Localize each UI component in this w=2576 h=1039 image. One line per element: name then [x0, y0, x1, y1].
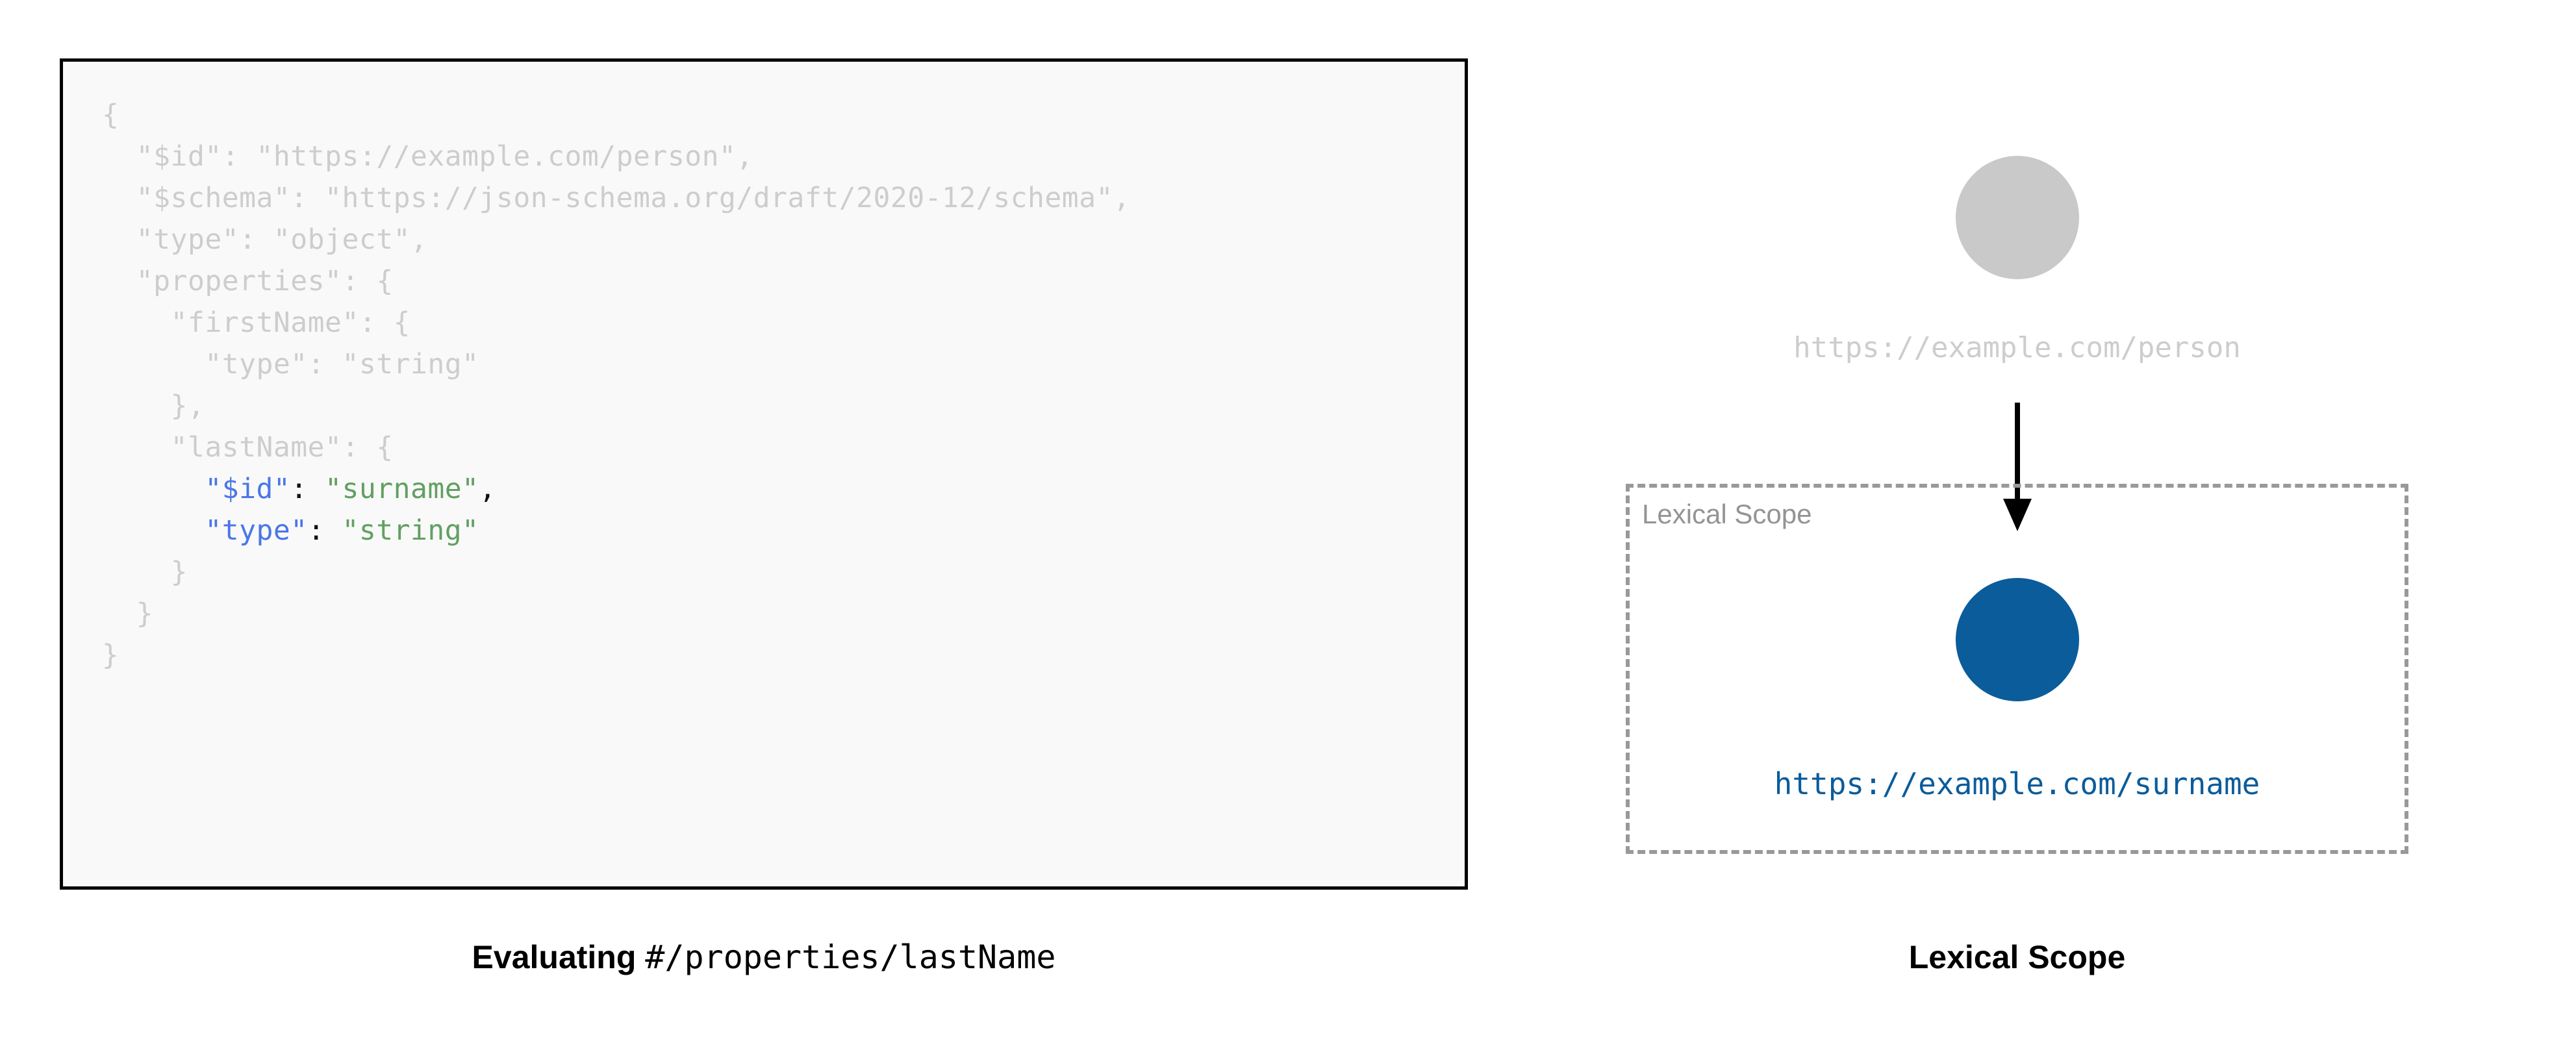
right-caption-bold: Lexical Scope: [1908, 939, 2126, 975]
code-listing: { "$id": "https://example.com/person", "…: [102, 94, 1130, 676]
code-line: }: [102, 593, 1130, 634]
code-indent: [102, 140, 136, 173]
code-token: "type": "string": [205, 348, 479, 381]
code-token: :: [290, 473, 325, 505]
code-line: "type": "string": [102, 510, 1130, 551]
code-line: "$id": "https://example.com/person",: [102, 136, 1130, 177]
code-line: "type": "object",: [102, 219, 1130, 260]
code-token: "$id": "https://example.com/person",: [136, 140, 753, 173]
scoped-node-circle: [1956, 578, 2079, 701]
code-line: "firstName": {: [102, 302, 1130, 344]
code-indent: [102, 223, 136, 256]
root-node-label: https://example.com/person: [1793, 331, 2241, 364]
code-indent: [102, 597, 136, 630]
code-token: :: [307, 514, 342, 547]
code-indent: [102, 182, 136, 214]
code-line: {: [102, 94, 1130, 136]
code-token: "$schema": "https://json-schema.org/draf…: [136, 182, 1131, 214]
code-indent: [102, 307, 171, 339]
code-line: },: [102, 385, 1130, 427]
code-line: "$id": "surname",: [102, 468, 1130, 510]
code-token: ,: [479, 473, 496, 505]
left-caption-bold: Evaluating: [472, 939, 637, 975]
code-indent: [102, 265, 136, 297]
code-token: {: [102, 99, 120, 131]
code-token: "firstName": {: [170, 307, 410, 339]
left-caption-pointer: #/properties/lastName: [645, 938, 1056, 976]
lexical-scope-box-label: Lexical Scope: [1642, 499, 1812, 529]
code-token: "$id": [205, 473, 291, 505]
code-indent: [102, 431, 171, 464]
code-indent: [102, 514, 205, 547]
code-indent: [102, 390, 171, 422]
code-line: "lastName": {: [102, 427, 1130, 468]
json-schema-code-block: { "$id": "https://example.com/person", "…: [60, 58, 1468, 890]
code-token: }: [136, 597, 154, 630]
downward-arrow-icon: [2003, 403, 2032, 531]
code-line: }: [102, 551, 1130, 593]
code-token: },: [170, 390, 205, 422]
code-token: "surname": [325, 473, 479, 505]
code-token: }: [170, 556, 188, 588]
root-node-circle: [1956, 156, 2079, 279]
code-indent: [102, 348, 205, 381]
code-line: "type": "string": [102, 344, 1130, 385]
code-token: "lastName": {: [170, 431, 394, 464]
left-caption: Evaluating #/properties/lastName: [60, 938, 1468, 976]
code-token: "type": [205, 514, 308, 547]
schema-code-panel: { "$id": "https://example.com/person", "…: [60, 58, 1468, 976]
code-token: "type": "object",: [136, 223, 428, 256]
code-indent: [102, 556, 171, 588]
code-token: }: [102, 639, 120, 671]
code-line: "$schema": "https://json-schema.org/draf…: [102, 177, 1130, 219]
lexical-scope-box: [1626, 484, 2408, 854]
code-token: "string": [342, 514, 479, 547]
code-indent: [102, 473, 205, 505]
code-line: }: [102, 634, 1130, 676]
code-line: "properties": {: [102, 260, 1130, 302]
code-token: "properties": {: [136, 265, 394, 297]
scoped-node-label: https://example.com/surname: [1774, 766, 2260, 801]
right-caption: Lexical Scope: [1626, 938, 2408, 976]
